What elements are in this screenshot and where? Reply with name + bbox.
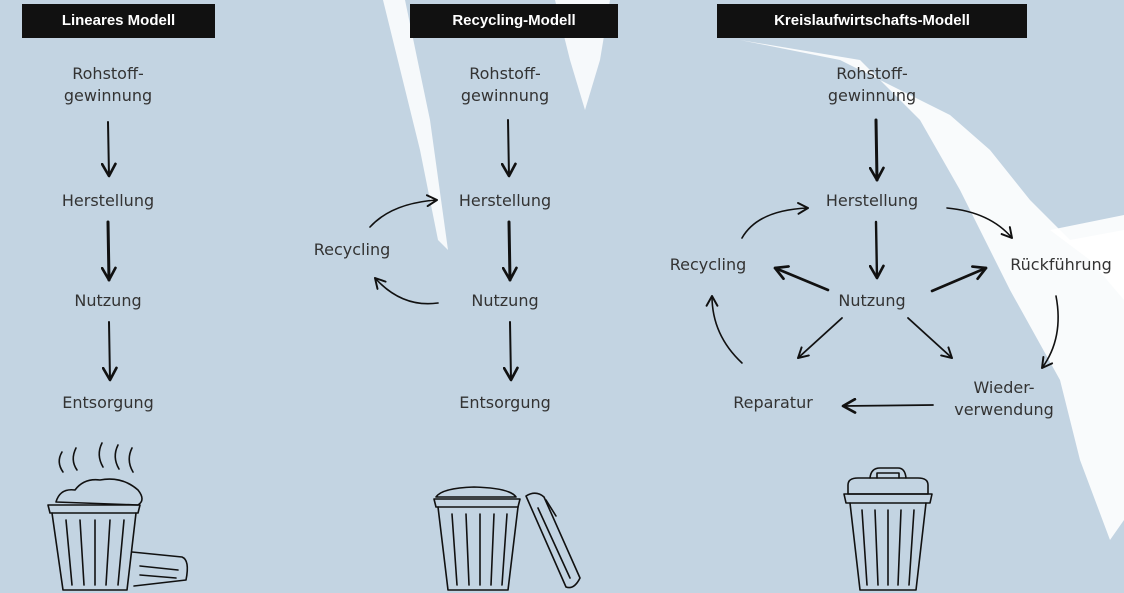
node-herstellung-linear: Herstellung [61,191,155,210]
header-lineares-modell: Lineares Modell [22,4,215,38]
node-entsorgung-recycling: Entsorgung [459,393,551,412]
node-nutzung-recycling: Nutzung [471,291,539,310]
node-nutzung-circular: Nutzung [838,291,906,310]
node-rohstoffgewinnung-recycling: Rohstoff-gewinnung [460,64,550,105]
node-recycling-recycling: Recycling [313,240,391,259]
header-recycling-modell: Recycling-Modell [410,4,618,38]
node-wiederverwendung-circular: Wieder-verwendung [954,378,1054,419]
node-rohstoffgewinnung-linear: Rohstoff-gewinnung [63,64,153,105]
node-reparatur-circular: Reparatur [733,393,813,412]
header-kreislaufwirtschafts-modell: Kreislaufwirtschafts-Modell [717,4,1027,38]
node-rueckfuehrung-circular: Rückführung [1010,255,1112,274]
node-rohstoffgewinnung-circular: Rohstoff-gewinnung [827,64,917,105]
node-recycling-circular: Recycling [669,255,747,274]
node-herstellung-circular: Herstellung [825,191,919,210]
node-entsorgung-linear: Entsorgung [62,393,154,412]
node-herstellung-recycling: Herstellung [458,191,552,210]
node-nutzung-linear: Nutzung [74,291,142,310]
